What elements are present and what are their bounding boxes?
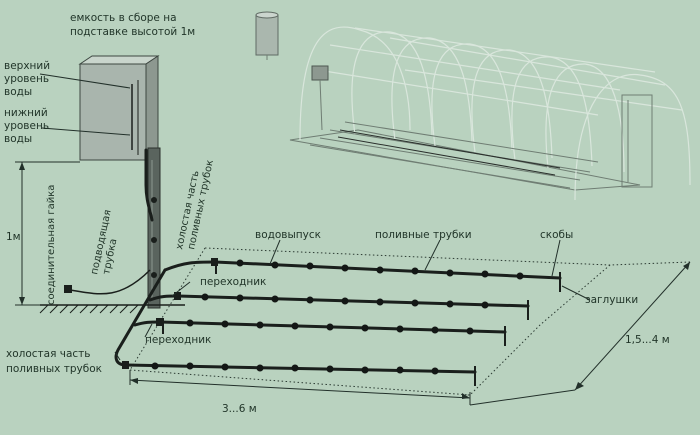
label-plugs: заглушки — [585, 294, 638, 306]
label-height: 1м — [6, 231, 21, 243]
label-nut: соединительная гайка — [46, 185, 57, 305]
label-width: 3...6 м — [222, 403, 257, 415]
label-upper-level-1: верхний — [4, 60, 50, 72]
label-tank-2: подставке высотой 1м — [70, 26, 195, 38]
label-upper-level-2: уровень — [4, 73, 49, 85]
label-idle-bottom-1: холостая часть — [6, 348, 90, 360]
label-outlet: водовыпуск — [255, 229, 321, 241]
label-idle-bottom-2: поливных трубок — [6, 363, 102, 375]
greenhouse-illustration — [255, 11, 691, 201]
label-lower-level-1: нижний — [4, 107, 48, 119]
water-tank — [15, 55, 185, 314]
label-tank-1: емкость в сборе на — [70, 12, 177, 24]
label-lower-level-2: уровень — [4, 120, 49, 132]
label-adapter-1: переходник — [200, 276, 266, 288]
label-drip-tubes: поливные трубки — [375, 229, 472, 241]
label-lower-level-3: воды — [4, 133, 32, 145]
drip-grid — [114, 239, 691, 406]
label-depth: 1,5...4 м — [625, 334, 670, 346]
label-adapter-2: переходник — [145, 334, 211, 346]
label-upper-level-3: воды — [4, 86, 32, 98]
label-brackets: скобы — [540, 229, 573, 241]
